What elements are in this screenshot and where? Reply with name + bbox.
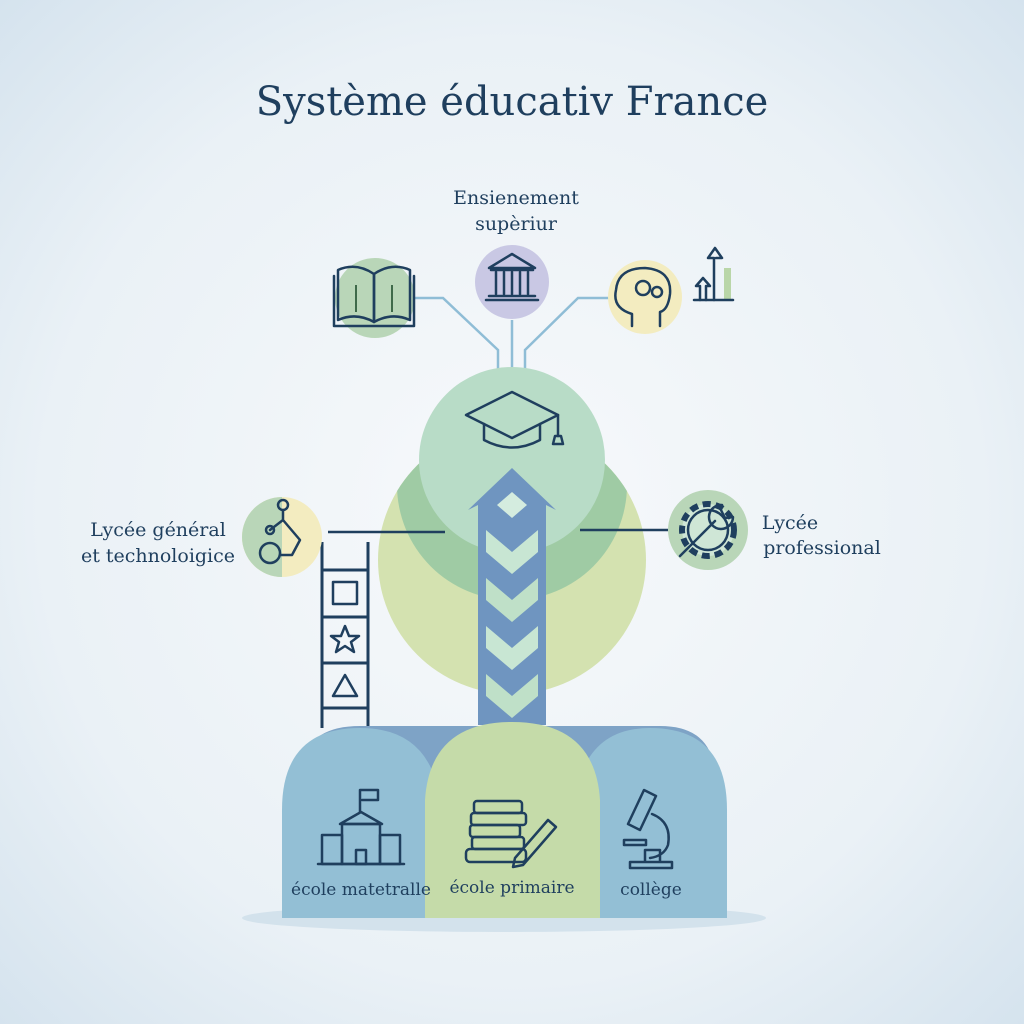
microscope-icon [622,788,674,870]
school-building-icon [316,788,406,866]
book-icon [332,258,416,338]
lycee-general-label-line2: et technoloigice [81,545,235,567]
page-title: Système éducativ France [256,79,769,125]
lycee-professional-label-line1: Lycée [762,512,818,534]
higher-education-label-line2: supèriur [475,213,558,235]
growth-arrows-icon [692,246,735,302]
lycee-general-icon [242,497,322,577]
lycee-professional-label-line2: professional [763,537,881,559]
square-icon [331,580,359,606]
university-building-icon [475,245,549,319]
pathway-circles [378,367,646,694]
college-label: collège [620,880,682,900]
ecole-primaire-label: école primaire [449,878,574,898]
connector-lines [415,296,610,374]
college-arch [575,728,727,918]
lycee-general-label-line1: Lycée général [90,519,226,541]
brain-head-icon [608,260,682,334]
gear-wrench-icon [668,490,748,570]
progress-arrow [468,468,556,725]
ecole-primaire-arch [425,722,600,918]
triangle-icon [331,673,359,698]
graduation-cap-icon [464,390,565,449]
books-pencil-icon [464,799,558,869]
star-icon [329,624,361,654]
ladder-icon [320,542,370,728]
ecole-maternelle-label: école matetralle [291,880,431,900]
higher-education-label-line1: Ensienement [453,187,579,209]
